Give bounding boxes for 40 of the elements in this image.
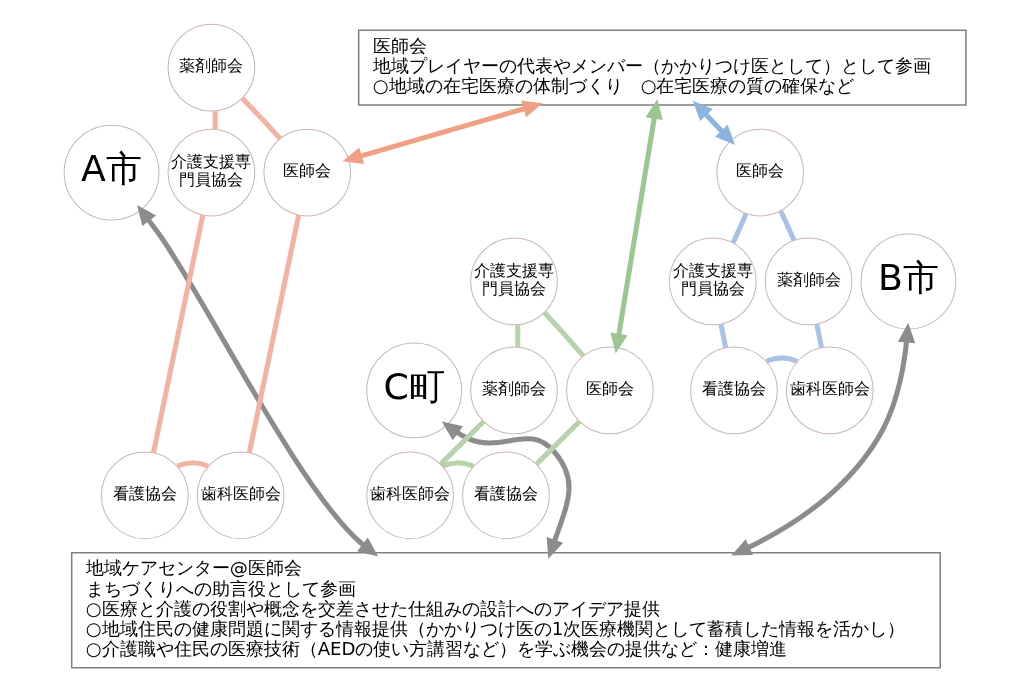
node-circle: 看護協会 — [100, 451, 189, 540]
connector — [151, 214, 206, 454]
connector — [730, 212, 749, 245]
arrow — [342, 100, 543, 165]
node-circle: A市 — [63, 124, 160, 221]
connector — [441, 460, 475, 469]
connector — [240, 96, 282, 141]
connector — [814, 323, 824, 349]
connector — [778, 209, 797, 242]
node-circle: 介護支援専門員協会 — [668, 237, 757, 326]
connector — [542, 310, 586, 358]
node-box: 地域ケアセンター@医師会 まちづくりへの助言役として参画 ○医療と介護の役割や概念を交差させた仕組みの設計へのアイデア提供 ○地域住民の健康問題に関する情報提供（かかりつけ医の1次医療機関として蓄積した情報を活かし） ○介護職や住民の医療技術（AEDの使い方講習など）を学ぶ機会の提供など：健康増進 — [70, 552, 941, 669]
node-circle: 薬剤師会 — [764, 237, 853, 326]
arrow — [731, 322, 916, 556]
connector — [438, 419, 486, 466]
connector — [534, 419, 582, 466]
node-circle: 歯科医師会 — [366, 451, 454, 540]
node-box: 医師会 地域プレイヤーの代表やメンバー（かかりつけ医として）として参画 ○地域の在宅医療の体制づくり ○在宅医療の質の確保など — [357, 29, 967, 106]
node-circle: 看護協会 — [690, 346, 778, 435]
node-circle: B市 — [860, 233, 957, 330]
node-circle: 薬剤師会 — [470, 346, 558, 435]
node-circle: 薬剤師会 — [167, 23, 256, 112]
arrow — [692, 100, 735, 146]
connector — [718, 323, 729, 349]
node-circle: 介護支援専門員協会 — [167, 128, 256, 217]
arrow — [137, 205, 379, 557]
node-circle: 歯科医師会 — [196, 451, 285, 540]
node-circle: 看護協会 — [462, 451, 550, 540]
node-circle: 歯科医師会 — [785, 346, 874, 435]
connector — [176, 460, 209, 469]
node-circle: 医師会 — [566, 346, 654, 435]
node-circle: 介護支援専門員協会 — [470, 237, 558, 326]
node-circle: 医師会 — [263, 128, 352, 217]
node-circle: 医師会 — [716, 128, 805, 217]
connector — [212, 111, 218, 130]
arrow — [441, 421, 572, 559]
connector — [246, 214, 302, 454]
connector — [765, 355, 799, 364]
arrow — [610, 98, 663, 354]
connector — [515, 324, 521, 348]
